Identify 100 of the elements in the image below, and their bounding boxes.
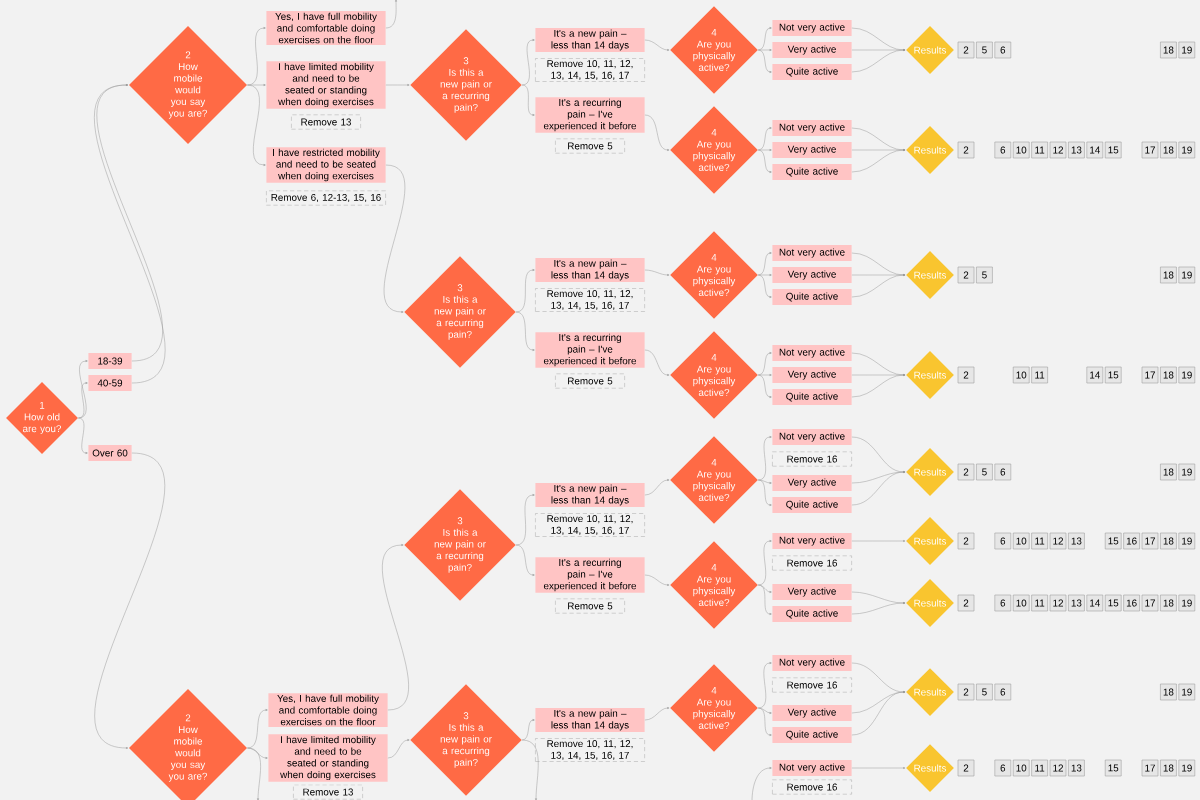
connector (758, 274, 772, 276)
connector (758, 127, 772, 151)
connector (383, 164, 406, 313)
connector (851, 49, 906, 73)
connector (758, 352, 772, 376)
number-box: 2 (957, 41, 975, 59)
connector (758, 149, 772, 173)
number-box: 10 (1012, 532, 1030, 550)
connector (758, 49, 772, 51)
connector (851, 602, 906, 615)
number-box: 2 (957, 532, 975, 550)
answer-box: Very active (772, 267, 852, 283)
connector (758, 49, 772, 73)
answer-box: Quite active (772, 389, 852, 405)
number-box: 15 (1104, 594, 1122, 612)
number-box: 15 (1104, 141, 1122, 159)
note-box: Remove 13 (293, 784, 363, 800)
number-box: 11 (1031, 594, 1048, 612)
connector (644, 269, 670, 276)
number-box: 19 (1178, 141, 1196, 159)
answer-box: Very active (772, 142, 852, 158)
connector (644, 349, 670, 376)
connector (644, 479, 670, 496)
number-box: 16 (1123, 594, 1140, 612)
connector (758, 662, 772, 709)
number-box: 18 (1160, 141, 1177, 159)
note-box: Remove 16 (772, 555, 852, 571)
answer-box: Not very active (772, 760, 852, 776)
connector (644, 707, 670, 721)
answer-box: Very active (772, 705, 852, 721)
connector (851, 691, 906, 736)
connector (521, 84, 535, 116)
number-box: 15 (1104, 532, 1122, 550)
answer-box: Not very active (772, 120, 852, 136)
connector (521, 39, 535, 86)
number-box: 12 (1049, 594, 1067, 612)
connector (758, 374, 772, 398)
answer-box: Yes, I have full mobility and comfortable doing exercises on the floor (266, 11, 386, 45)
connector (758, 584, 772, 615)
connector (758, 707, 772, 736)
connector (247, 709, 268, 749)
note-box: Remove 5 (555, 373, 625, 389)
answer-box: Not very active (772, 429, 852, 445)
number-box: 19 (1178, 594, 1196, 612)
connector (382, 544, 409, 711)
number-box: 12 (1049, 759, 1067, 777)
connector (521, 739, 539, 800)
number-box: 6 (994, 463, 1012, 481)
number-box: 2 (957, 141, 975, 159)
number-box: 6 (994, 594, 1012, 612)
answer-box: Over 60 (88, 445, 132, 461)
connector (851, 274, 906, 298)
answer-box: Quite active (772, 289, 852, 305)
number-box: 18 (1160, 266, 1177, 284)
number-box: 14 (1086, 141, 1104, 159)
number-box: 16 (1123, 532, 1140, 550)
number-box: 19 (1178, 759, 1196, 777)
answer-box: It's a new pain – less than 14 days (535, 258, 645, 282)
number-box: 2 (957, 683, 975, 701)
number-box: 17 (1141, 759, 1159, 777)
number-box: 5 (976, 683, 993, 701)
number-box: 2 (957, 759, 975, 777)
connector (247, 84, 266, 166)
connector (758, 274, 772, 298)
answer-box: It's a recurring pain – I've experienced it before (535, 557, 645, 593)
connector (751, 767, 772, 800)
answer-box: 40-59 (88, 375, 132, 391)
number-box: 13 (1068, 532, 1085, 550)
number-box: 14 (1086, 594, 1104, 612)
number-box: 18 (1160, 594, 1177, 612)
connector (758, 479, 772, 484)
connector (385, 0, 397, 29)
number-box: 10 (1012, 594, 1030, 612)
answer-box: Very active (772, 584, 852, 600)
connector (78, 382, 88, 419)
number-box: 10 (1012, 366, 1030, 384)
number-box: 18 (1160, 683, 1177, 701)
connector (851, 149, 906, 173)
number-box: 19 (1178, 366, 1196, 384)
note-box: Remove 10, 11, 12, 13, 14, 15, 16, 17 (535, 288, 645, 312)
number-box: 19 (1178, 463, 1196, 481)
note-box: Remove 16 (772, 451, 852, 467)
connector (851, 374, 906, 398)
note-box: Remove 16 (772, 779, 852, 795)
number-box: 2 (957, 366, 975, 384)
answer-box: Not very active (772, 345, 852, 361)
answer-box: Very active (772, 475, 852, 491)
connector (78, 417, 88, 454)
connector (247, 84, 266, 86)
answer-box: It's a new pain – less than 14 days (535, 28, 645, 52)
answer-box: It's a new pain – less than 14 days (535, 483, 645, 508)
answer-box: It's a recurring pain – I've experienced it before (535, 97, 645, 133)
number-box: 13 (1068, 594, 1085, 612)
number-box: 2 (957, 463, 975, 481)
number-box: 2 (957, 594, 975, 612)
note-box: Remove 10, 11, 12, 13, 14, 15, 16, 17 (535, 513, 645, 537)
connector (644, 114, 670, 151)
connector (758, 436, 772, 481)
connector (515, 269, 535, 313)
answer-box: Yes, I have full mobility and comfortable doing exercises on the floor (268, 693, 388, 727)
